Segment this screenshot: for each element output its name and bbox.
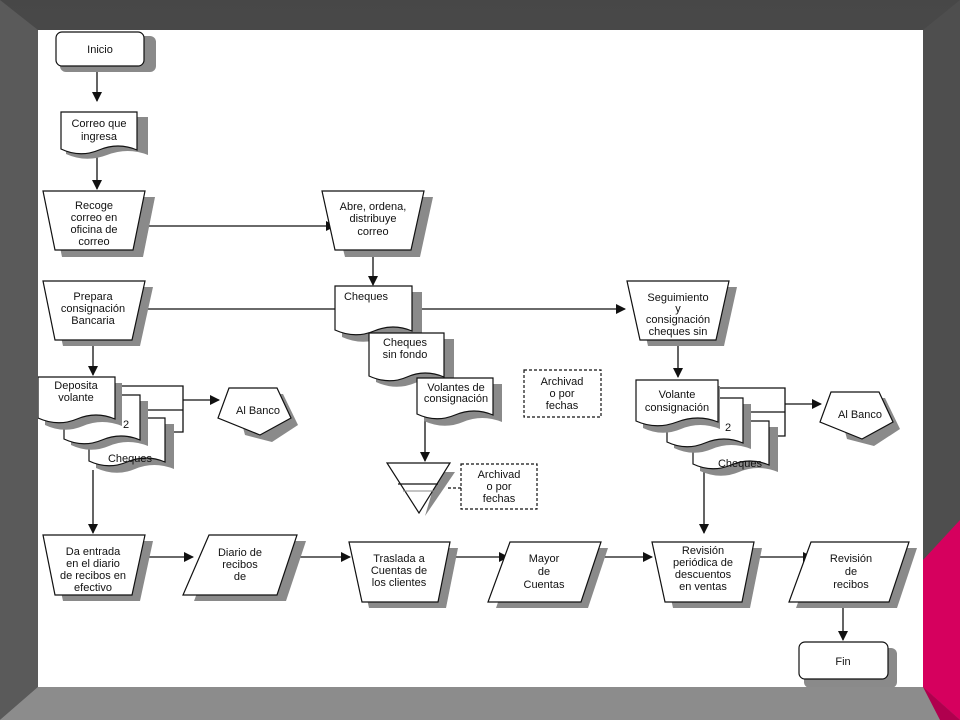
node-label: Volantes de bbox=[427, 382, 485, 394]
node-label: de bbox=[234, 571, 246, 583]
node-label: Inicio bbox=[87, 44, 113, 56]
node-label: Revisión bbox=[682, 545, 724, 557]
node-al-banco-right: Al Banco bbox=[819, 391, 900, 446]
node-deposita-volante: Deposita volante bbox=[37, 376, 122, 430]
node-label: consignación bbox=[645, 402, 709, 414]
node-fin: Fin bbox=[798, 641, 897, 688]
bottom-bevel bbox=[0, 687, 960, 720]
node-prepara-consignacion: Prepara consignación Bancaria bbox=[42, 280, 153, 346]
node-label: Deposita bbox=[54, 380, 98, 392]
node-label: de bbox=[845, 566, 857, 578]
node-label: Abre, ordena, bbox=[340, 201, 407, 213]
node-label: Al Banco bbox=[236, 405, 280, 417]
node-label: fechas bbox=[546, 400, 579, 412]
node-label: volante bbox=[58, 392, 93, 404]
flowchart-canvas: Inicio Correo que ingresa Recoge correo … bbox=[37, 30, 923, 688]
left-bevel bbox=[0, 0, 38, 720]
node-label: cheques sin bbox=[649, 326, 708, 338]
node-cheques-sin-fondo: Cheques sin fondo bbox=[368, 332, 454, 387]
node-label: 2 bbox=[123, 419, 129, 431]
node-inicio: Inicio bbox=[55, 31, 156, 72]
node-label: correo en bbox=[71, 212, 117, 224]
node-label: de bbox=[538, 566, 550, 578]
node-label: Cheques bbox=[344, 291, 389, 303]
node-label: Archivad bbox=[541, 376, 584, 388]
node-seguimiento: Seguimiento y consignación cheques sin bbox=[626, 280, 737, 346]
node-label: correo bbox=[78, 236, 109, 248]
node-archivo-triangle bbox=[385, 462, 455, 516]
node-diario-recibos: Diario de recibos de bbox=[182, 534, 306, 601]
node-label: Cheques bbox=[383, 337, 428, 349]
node-label: Fin bbox=[835, 656, 850, 668]
node-correo-ingresa: Correo que ingresa bbox=[60, 111, 148, 159]
node-label: Traslada a bbox=[373, 553, 425, 565]
node-label: los clientes bbox=[372, 577, 427, 589]
node-archivado-right: Archivad o por fechas bbox=[460, 463, 538, 510]
node-label: Mayor bbox=[529, 553, 560, 565]
accent-shape-bottom bbox=[923, 687, 960, 720]
node-label: Revisión bbox=[830, 553, 872, 565]
node-recoge-correo: Recoge correo en oficina de correo bbox=[42, 190, 155, 257]
node-label: de recibos en bbox=[60, 570, 126, 582]
node-label: en el diario bbox=[66, 558, 120, 570]
node-label: Cuentas de bbox=[371, 565, 427, 577]
node-label: consignación bbox=[646, 314, 710, 326]
node-label: ingresa bbox=[81, 131, 118, 143]
node-al-banco-left: Al Banco bbox=[217, 387, 298, 442]
node-label: Prepara bbox=[73, 291, 113, 303]
node-label: descuentos bbox=[675, 569, 732, 581]
node-label: Cuentas bbox=[524, 579, 565, 591]
node-label: recibos bbox=[222, 559, 258, 571]
node-label: Cheques bbox=[718, 458, 763, 470]
node-label: fechas bbox=[483, 493, 516, 505]
node-label: Recoge bbox=[75, 200, 113, 212]
node-label: distribuye bbox=[349, 213, 396, 225]
node-archivado-top: Archivad o por fechas bbox=[523, 369, 602, 418]
flowchart: Inicio Correo que ingresa Recoge correo … bbox=[37, 31, 917, 688]
node-label: consignación bbox=[424, 393, 488, 405]
node-revision-recibos: Revisión de recibos bbox=[788, 541, 917, 608]
node-label: o por bbox=[486, 481, 511, 493]
node-label: Seguimiento bbox=[647, 292, 708, 304]
node-label: Diario de bbox=[218, 547, 262, 559]
node-cheques: Cheques bbox=[334, 285, 422, 342]
node-traslada-cuentas: Traslada a Cuentas de los clientes bbox=[348, 541, 458, 608]
node-abre-ordena: Abre, ordena, distribuye correo bbox=[321, 190, 433, 257]
node-da-entrada: Da entrada en el diario de recibos en ef… bbox=[42, 534, 153, 601]
node-label: consignación bbox=[61, 303, 125, 315]
node-label: en ventas bbox=[679, 581, 727, 593]
accent-shape bbox=[923, 520, 960, 720]
node-label: Bancaria bbox=[71, 315, 115, 327]
node-mayor-cuentas: Mayor de Cuentas bbox=[487, 541, 608, 608]
node-label: Archivad bbox=[478, 469, 521, 481]
node-label: efectivo bbox=[74, 582, 112, 594]
node-label: Correo que bbox=[71, 118, 126, 130]
node-label: Cheques bbox=[108, 453, 153, 465]
node-volantes-consignacion: Volantes de consignación bbox=[416, 377, 502, 426]
node-label: periódica de bbox=[673, 557, 733, 569]
node-volante-consignacion: Volante consignación bbox=[635, 379, 720, 433]
node-label: o por bbox=[549, 388, 574, 400]
node-label: recibos bbox=[833, 579, 869, 591]
node-label: sin fondo bbox=[383, 349, 428, 361]
node-label: correo bbox=[357, 226, 388, 238]
node-label: Al Banco bbox=[838, 409, 882, 421]
node-label: Da entrada bbox=[66, 546, 121, 558]
node-label: 2 bbox=[725, 422, 731, 434]
node-label: oficina de bbox=[70, 224, 117, 236]
node-label: Volante bbox=[659, 389, 696, 401]
node-revision-periodica: Revisión periódica de descuentos en vent… bbox=[651, 541, 762, 608]
node-label: y bbox=[675, 303, 681, 315]
